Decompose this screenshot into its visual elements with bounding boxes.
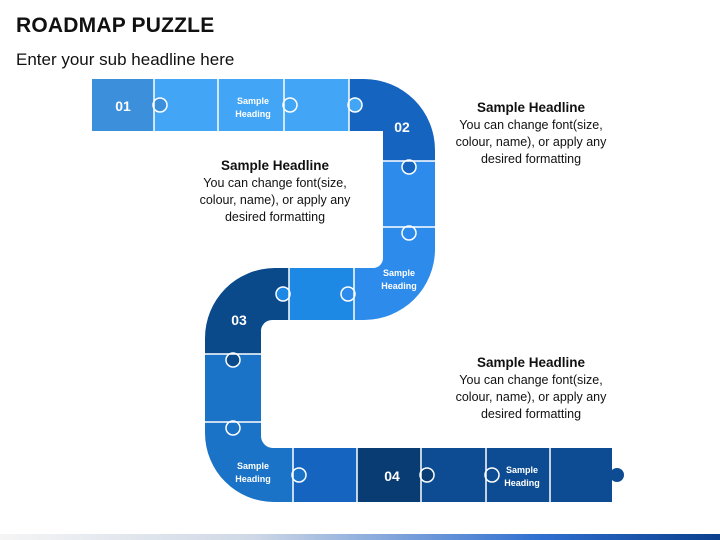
heading-label: Sample Heading — [235, 96, 271, 119]
puzzle-piece-heading — [218, 79, 284, 131]
step-label-02: 02 — [394, 119, 410, 135]
step-label-03: 03 — [231, 312, 247, 328]
description-line: You can change font(size, — [459, 118, 603, 132]
heading-label-top: Sample — [237, 96, 269, 106]
heading-label-bottom: Heading — [381, 281, 417, 291]
puzzle-piece-step-02 — [349, 79, 435, 161]
description-block-3: Sample Headline You can change font(size… — [436, 354, 626, 423]
puzzle-knobs — [152, 97, 500, 483]
puzzle-piece-heading — [354, 227, 435, 320]
puzzle-seams — [153, 79, 551, 502]
heading-label-bottom: Heading — [235, 109, 271, 119]
heading-label-top: Sample — [383, 268, 415, 278]
page-title: ROADMAP PUZZLE — [16, 14, 215, 37]
heading-label-bottom: Heading — [504, 478, 540, 488]
puzzle-end-knob — [610, 468, 624, 482]
puzzle-piece — [550, 448, 612, 502]
description-line: You can change font(size, — [203, 176, 347, 190]
description-headline: Sample Headline — [220, 158, 330, 173]
description-block-2: Sample Headline You can change font(size… — [180, 157, 370, 226]
description-line: desired formatting — [480, 152, 582, 166]
heading-label: Sample Heading — [381, 268, 417, 291]
description-line: desired formatting — [480, 407, 582, 421]
footer-accent-bar — [0, 534, 720, 540]
puzzle-piece-heading — [205, 422, 293, 502]
description-line: desired formatting — [224, 210, 326, 224]
puzzle-piece-step-04 — [357, 448, 421, 502]
heading-label: Sample Heading — [235, 461, 271, 484]
description-block-1: Sample Headline You can change font(size… — [436, 99, 626, 168]
puzzle-piece-step-03 — [205, 268, 289, 354]
heading-label-bottom: Heading — [235, 474, 271, 484]
description-line: You can change font(size, — [459, 373, 603, 387]
step-label-04: 04 — [384, 468, 400, 484]
description-headline: Sample Headline — [476, 100, 586, 115]
heading-label: Sample Heading — [504, 465, 540, 488]
description-line: colour, name), or apply any — [455, 135, 607, 149]
description-headline: Sample Headline — [476, 355, 586, 370]
puzzle-piece-step-01 — [92, 79, 154, 131]
step-label-01: 01 — [115, 98, 131, 114]
heading-label-top: Sample — [237, 461, 269, 471]
heading-label-top: Sample — [506, 465, 538, 475]
description-line: colour, name), or apply any — [199, 193, 351, 207]
description-line: colour, name), or apply any — [455, 390, 607, 404]
page-subtitle: Enter your sub headline here — [16, 50, 235, 69]
